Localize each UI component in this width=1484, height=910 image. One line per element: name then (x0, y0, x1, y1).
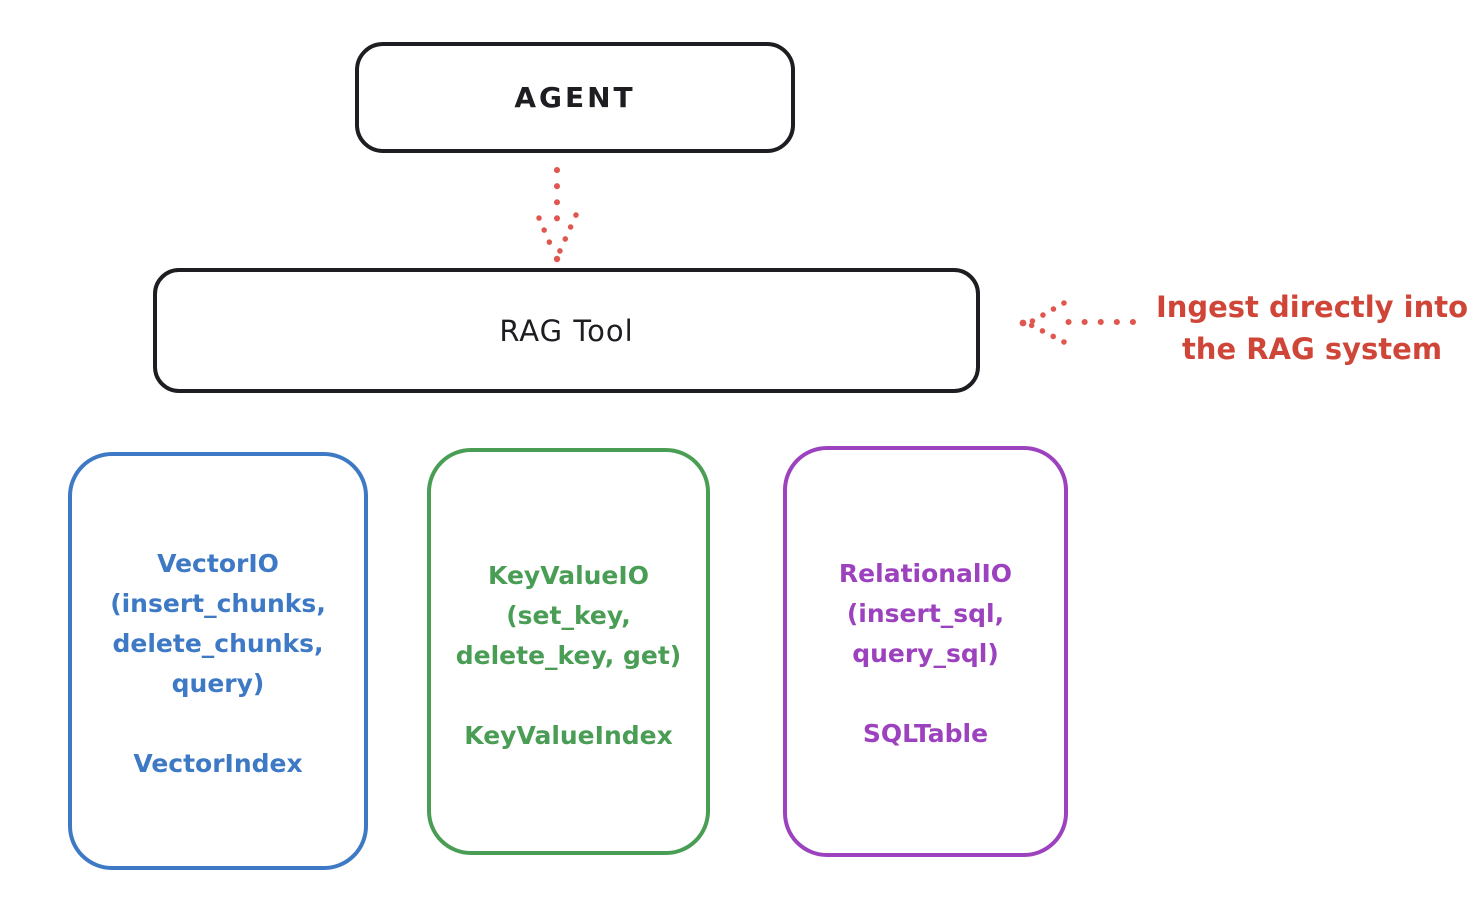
storage-box-method: query) (171, 669, 265, 698)
storage-box-index-label: SQLTable (862, 719, 989, 748)
storage-box-title: KeyValueIO (488, 561, 649, 590)
storage-box-method: delete_key, get) (455, 641, 682, 670)
storage-box-method: (insert_chunks, (110, 589, 326, 618)
agent-box: AGENT (355, 42, 795, 153)
storage-box-method: delete_chunks, (112, 629, 324, 658)
storage-box-vectorio: VectorIO (insert_chunks, delete_chunks, … (68, 452, 368, 870)
rag-tool-label: RAG Tool (499, 313, 634, 348)
storage-box-title: VectorIO (157, 549, 279, 578)
storage-box-index-label: KeyValueIndex (464, 721, 673, 750)
annotation-line-2: the RAG system (1181, 332, 1443, 366)
storage-box-title: RelationalIO (838, 559, 1013, 588)
storage-box-method: query_sql) (852, 639, 999, 668)
annotation-text: Ingest directly into the RAG system (1136, 286, 1484, 370)
storage-box-keyvalueio: KeyValueIO (set_key, delete_key, get) Ke… (427, 448, 710, 855)
storage-box-method: (insert_sql, (846, 599, 1005, 628)
agent-label: AGENT (514, 81, 636, 114)
storage-box-index-label: VectorIndex (133, 749, 303, 778)
storage-box-relationalio: RelationalIO (insert_sql, query_sql) SQL… (783, 446, 1068, 857)
annotation-line-1: Ingest directly into (1155, 290, 1469, 324)
rag-tool-box: RAG Tool (153, 268, 980, 393)
arrow-annotation-to-rag-tool (1019, 300, 1136, 345)
arrow-agent-to-rag-tool (536, 167, 579, 263)
storage-box-method: (set_key, (506, 601, 631, 630)
